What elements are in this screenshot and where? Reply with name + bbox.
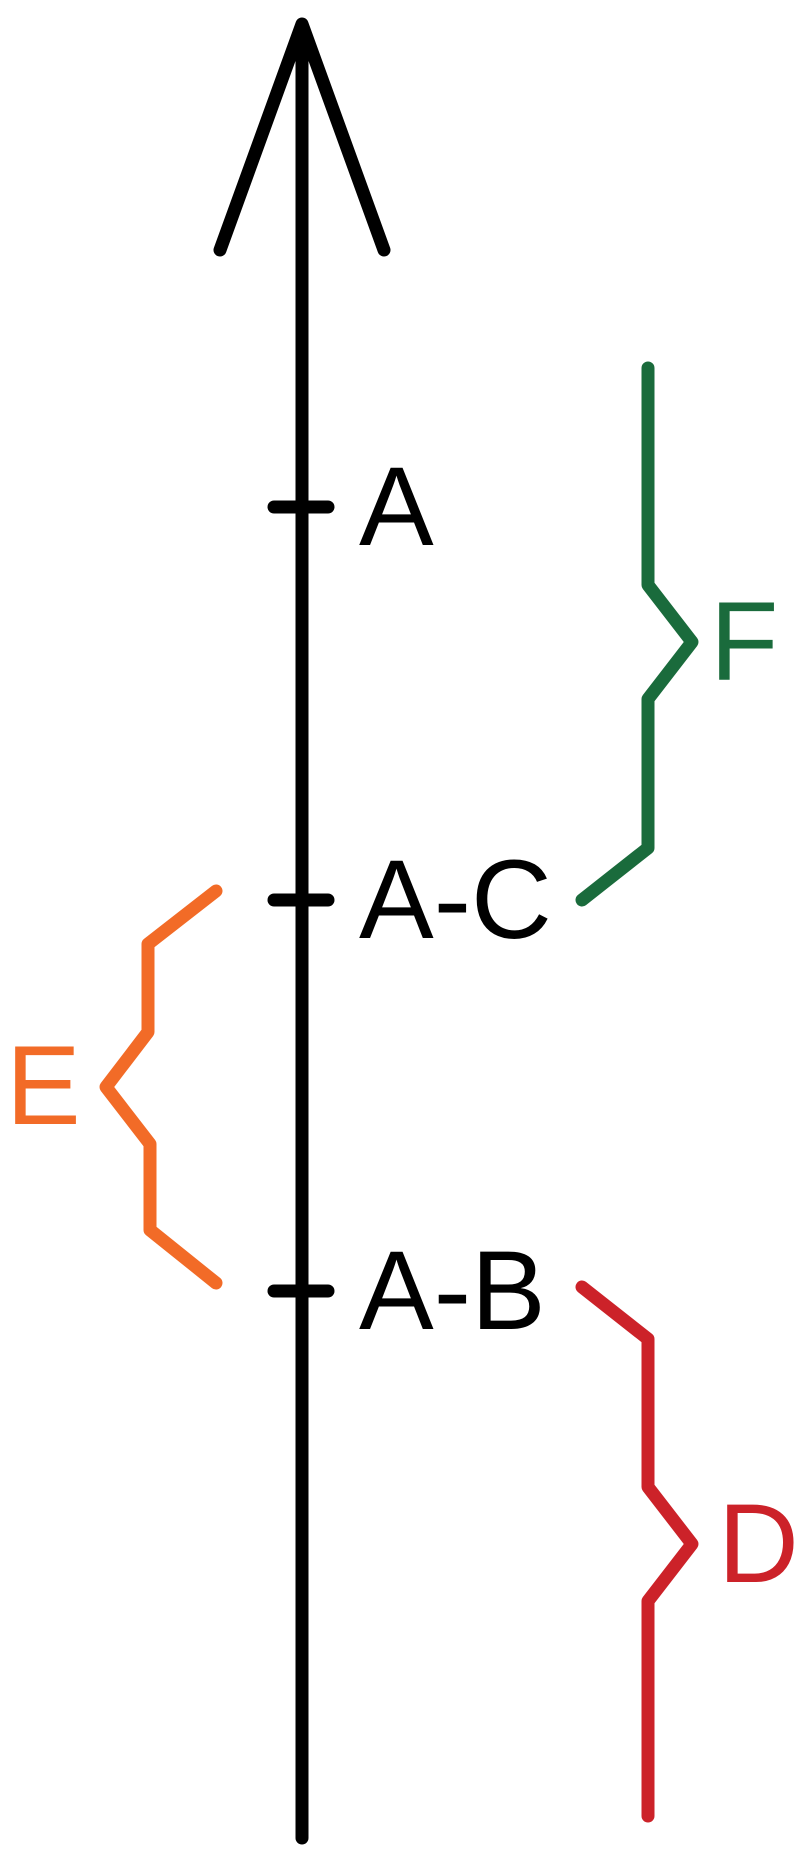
tick-marks [267,500,335,1298]
bracket-f: F [575,361,778,907]
bracket-e-shape [99,884,223,1290]
tick-label-a-c: A-C [359,837,552,962]
bracket-f-label: F [710,579,778,704]
bracket-d-label: D [718,1481,799,1606]
bracket-e: E [6,884,223,1290]
bracket-e-label: E [6,1023,81,1148]
bracket-f-shape [575,361,699,907]
bracket-d-shape [575,1280,699,1823]
tick-labels: A A-C A-B [359,444,552,1353]
tick-label-a-b: A-B [359,1228,546,1353]
vertical-axis [213,17,391,1845]
bracket-d: D [575,1280,799,1823]
tick-label-a: A [359,444,434,569]
arrowhead-icon [213,17,391,257]
